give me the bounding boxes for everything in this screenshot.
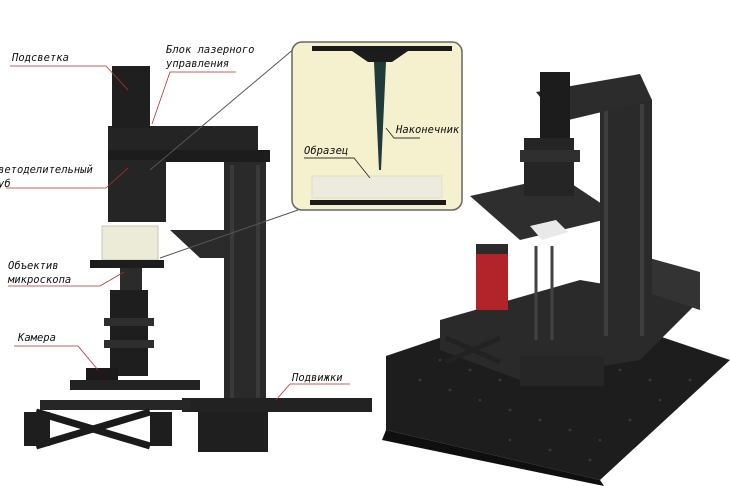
inset-holder-bottom [310,200,446,205]
microscope-objective [120,268,142,290]
render-laser-block [524,138,574,196]
label-objective-line1: Объектив [8,260,59,272]
label-beamsplitter-line1: ветоделительный [0,164,93,176]
render-backlight [540,72,570,138]
render-sample [530,220,568,240]
arm-bracket [170,230,224,258]
laser-block [108,160,166,222]
sample-cube [101,225,159,261]
label-sample: Образец [304,145,349,157]
inset-tip [374,62,386,170]
label-laser-block-line2: управления [166,58,230,70]
camera [86,368,118,382]
inset-holder-top [312,46,452,51]
scissor-lift [34,408,152,450]
red-stage [476,254,508,310]
inset-sample [311,175,443,199]
label-backlight: Подсветка [12,52,69,64]
microscope-tube [110,290,148,376]
translation-stages [70,380,200,390]
label-objective-line2: микроскопа [8,274,72,286]
sample-stage-plate [90,260,164,268]
label-beamsplitter-line2: уб [0,178,11,190]
label-stages: Подвижки [292,372,343,384]
label-camera: Камера [18,332,56,344]
inset-tip-holder [352,51,408,62]
label-tip: Наконечник [396,124,460,136]
main-plate [470,176,620,240]
label-laser-block-line1: Блок лазерного [166,44,255,56]
backlight-tube [112,66,150,128]
top-arm [108,126,258,150]
